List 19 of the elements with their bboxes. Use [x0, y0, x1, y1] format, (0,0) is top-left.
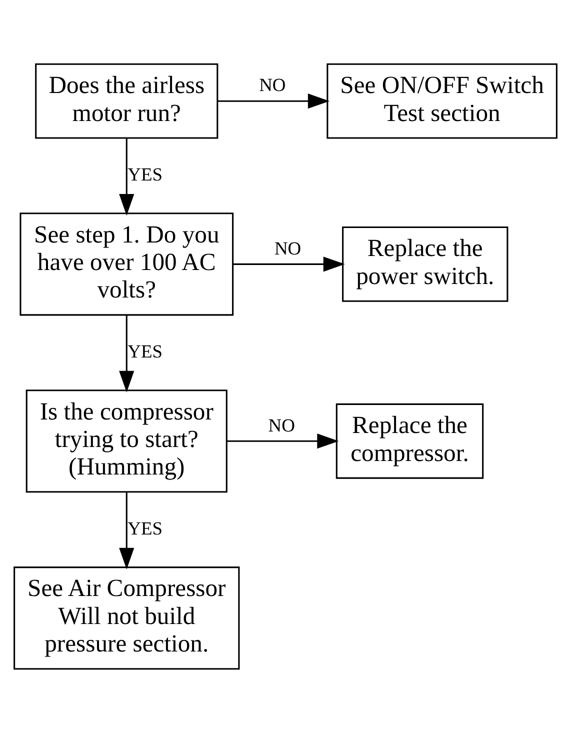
node-box: Replace the compressor. [336, 403, 484, 479]
edge-label: NO [268, 415, 295, 436]
edge-label: NO [259, 75, 286, 96]
arrow [119, 138, 134, 216]
node-box: See step 1. Do you have over 100 AC volts? [20, 212, 234, 316]
arrow [119, 492, 134, 570]
edge-label: YES [128, 164, 163, 184]
arrow [217, 94, 330, 109]
node-box: See Air Compressor Will not build pressure section. [14, 566, 240, 670]
arrow [226, 434, 339, 449]
node-box: See ON/OFF Switch Test section [326, 63, 558, 139]
node-box: Does the airless motor run? [35, 63, 218, 139]
edge-label: NO [274, 238, 302, 258]
edge-label: YES [128, 518, 163, 538]
node-box: Is the compressor trying to start? (Humming) [26, 390, 228, 493]
edge-label: YES [128, 341, 163, 362]
node-box: Replace the power switch. [342, 226, 508, 302]
arrow [233, 256, 345, 272]
arrow [119, 315, 134, 392]
